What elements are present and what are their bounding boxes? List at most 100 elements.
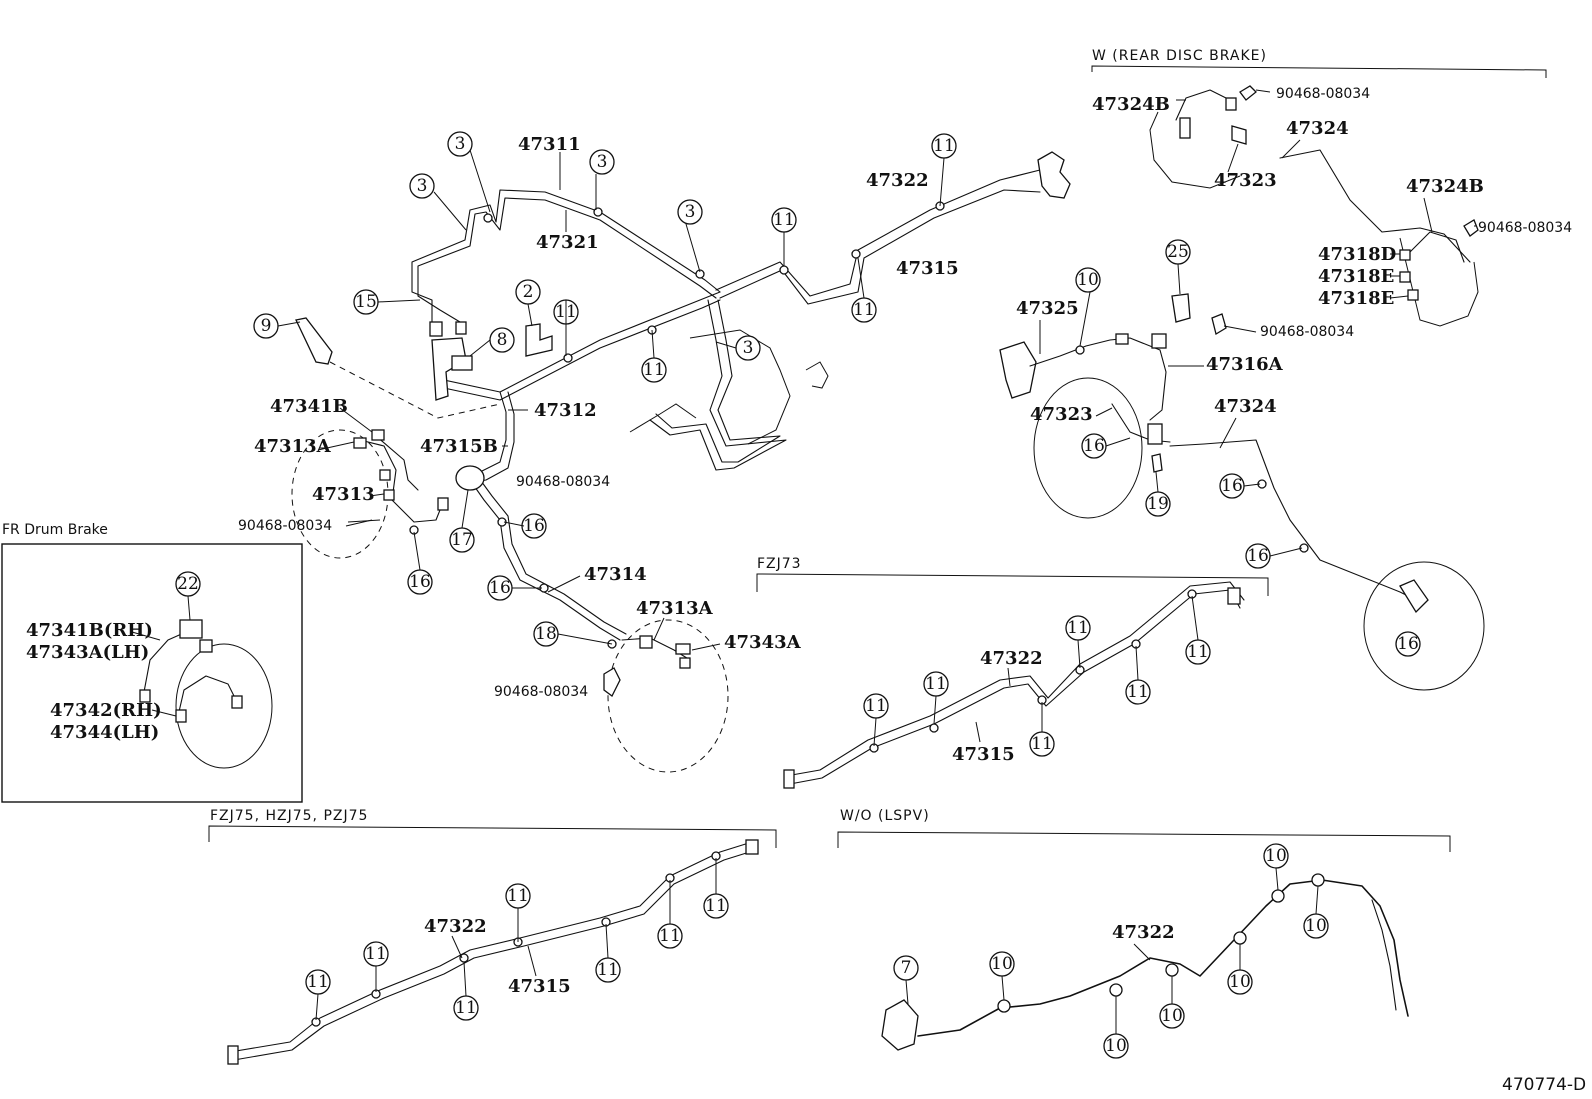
callout-18: 18 [535, 624, 557, 644]
fitting-inset-c [175, 709, 187, 723]
valve-port [451, 355, 473, 371]
callout-7: 7 [901, 958, 912, 978]
label-fzj75-47315: 47315 [508, 976, 571, 997]
pipe-fzj73-47322 [785, 581, 1245, 777]
fitting-47325 [1115, 333, 1129, 345]
rear-disc-brake-assembly [1149, 85, 1479, 327]
pipe-15 [411, 291, 433, 323]
label-47341B-rh: 47341B(RH) [26, 620, 153, 641]
callout-11: 11 [1031, 734, 1053, 754]
rear-drum-right-outline [1363, 561, 1485, 691]
callout-2: 2 [523, 282, 534, 302]
label-47318D: 47318D [1318, 244, 1396, 265]
callout-11: 11 [773, 210, 795, 230]
callout-11: 11 [933, 136, 955, 156]
callout-10: 10 [1105, 1036, 1127, 1056]
clip-47323-top [1231, 125, 1247, 145]
label-47314: 47314 [584, 564, 647, 585]
label-47323-top: 47323 [1214, 170, 1277, 191]
lspv-bracket-outline [629, 329, 791, 445]
label-clip-ref: 90468-08034 [1478, 220, 1572, 236]
pipe-to-lspv [649, 299, 787, 471]
callout-16: 16 [1247, 546, 1269, 566]
fr-drum-inset [139, 619, 273, 769]
callout-ring [409, 173, 435, 199]
callout-11: 11 [1067, 618, 1089, 638]
rear-drum-assembly [999, 293, 1485, 691]
clip-reference-labels: 90468-08034 90468-08034 90468-08034 9046… [238, 86, 1572, 700]
callout-10: 10 [1161, 1006, 1183, 1026]
fitting-19 [1151, 453, 1163, 473]
callout-10: 10 [1305, 916, 1327, 936]
label-47324-mid: 47324 [1214, 396, 1277, 417]
pipe-fzj73-47315 [789, 589, 1241, 785]
bracket-wo-lspv [837, 831, 1451, 852]
callout-19: 19 [1147, 494, 1169, 514]
pipe-47311 [411, 189, 721, 293]
wo-lspv-pipes [881, 879, 1409, 1051]
callout-11: 11 [1127, 682, 1149, 702]
fitting-inset-a [199, 639, 213, 653]
pipe-to-lspv-b [655, 299, 781, 463]
fitting-47323-top [1225, 97, 1237, 111]
label-47341B: 47341B [270, 396, 348, 417]
hose-47341B-inset [143, 631, 187, 693]
fitting-47318D [1399, 249, 1411, 261]
front-right-disc-outline [607, 619, 729, 773]
label-47321: 47321 [536, 232, 599, 253]
label-47324B-top: 47324B [1092, 94, 1170, 115]
label-fzj73-47322: 47322 [980, 648, 1043, 669]
callout-3: 3 [597, 152, 608, 172]
label-47343A: 47343A [724, 632, 802, 653]
label-47318E-1: 47318E [1318, 266, 1394, 287]
label-47324-top: 47324 [1286, 118, 1349, 139]
callout-ring [447, 131, 473, 157]
section-rear-disc-brake: W (REAR DISC BRAKE) [1091, 48, 1547, 78]
hose-47324B-right [1409, 231, 1465, 263]
lspv-fitting [805, 361, 829, 389]
fitting-47318E-2 [1407, 289, 1419, 301]
fitting-fzj75-right [745, 839, 759, 855]
label-47315B: 47315B [420, 436, 498, 457]
label-47313A-right: 47313A [636, 598, 714, 619]
bracket-fzj75 [208, 825, 777, 848]
label-47315-main: 47315 [896, 258, 959, 279]
callout-11: 11 [597, 960, 619, 980]
bracket-part-2 [525, 323, 553, 357]
section-fzj75: FZJ75, HZJ75, PZJ75 [208, 808, 777, 848]
label-47318E-2: 47318E [1318, 288, 1394, 309]
fitting-17 [455, 465, 485, 491]
pipe-wo-lspv-47322 [917, 879, 1409, 1037]
pipe-lower-b [443, 299, 721, 401]
callout-3: 3 [685, 202, 696, 222]
caption-wo-lspv: W/O (LSPV) [840, 808, 930, 824]
fitting-47343A-b [679, 657, 691, 669]
callout-16: 16 [489, 578, 511, 598]
label-47342-rh: 47342(RH) [50, 700, 162, 721]
label-47313A-left: 47313A [254, 436, 332, 457]
callout-3: 3 [455, 134, 466, 154]
leader-dash-9 [329, 361, 501, 419]
pipe-wo-lspv-end [1371, 899, 1397, 1011]
fitting-47313-b [383, 489, 395, 501]
fitting-front-left [437, 497, 449, 511]
valve-fitting-b [455, 321, 467, 335]
callout-ring [677, 199, 703, 225]
callout-ring [1395, 631, 1421, 657]
callout-16: 16 [1083, 436, 1105, 456]
label-lspv-47322: 47322 [1112, 922, 1175, 943]
label-clip-ref: 90468-08034 [1260, 324, 1354, 340]
hose-47343A [621, 637, 691, 661]
diagram-id: 470774-D [1502, 1075, 1586, 1095]
fitting-22-block [179, 619, 203, 639]
callout-8: 8 [497, 330, 508, 350]
pipe-47325-47316A [1029, 337, 1167, 421]
callout-15: 15 [355, 292, 377, 312]
callout-3: 3 [417, 176, 428, 196]
label-47316A: 47316A [1206, 354, 1284, 375]
label-47344-lh: 47344(LH) [50, 722, 159, 743]
callout-11: 11 [365, 944, 387, 964]
fr-drum-outline [175, 643, 273, 769]
rear-drum-left-outline [1033, 377, 1143, 519]
